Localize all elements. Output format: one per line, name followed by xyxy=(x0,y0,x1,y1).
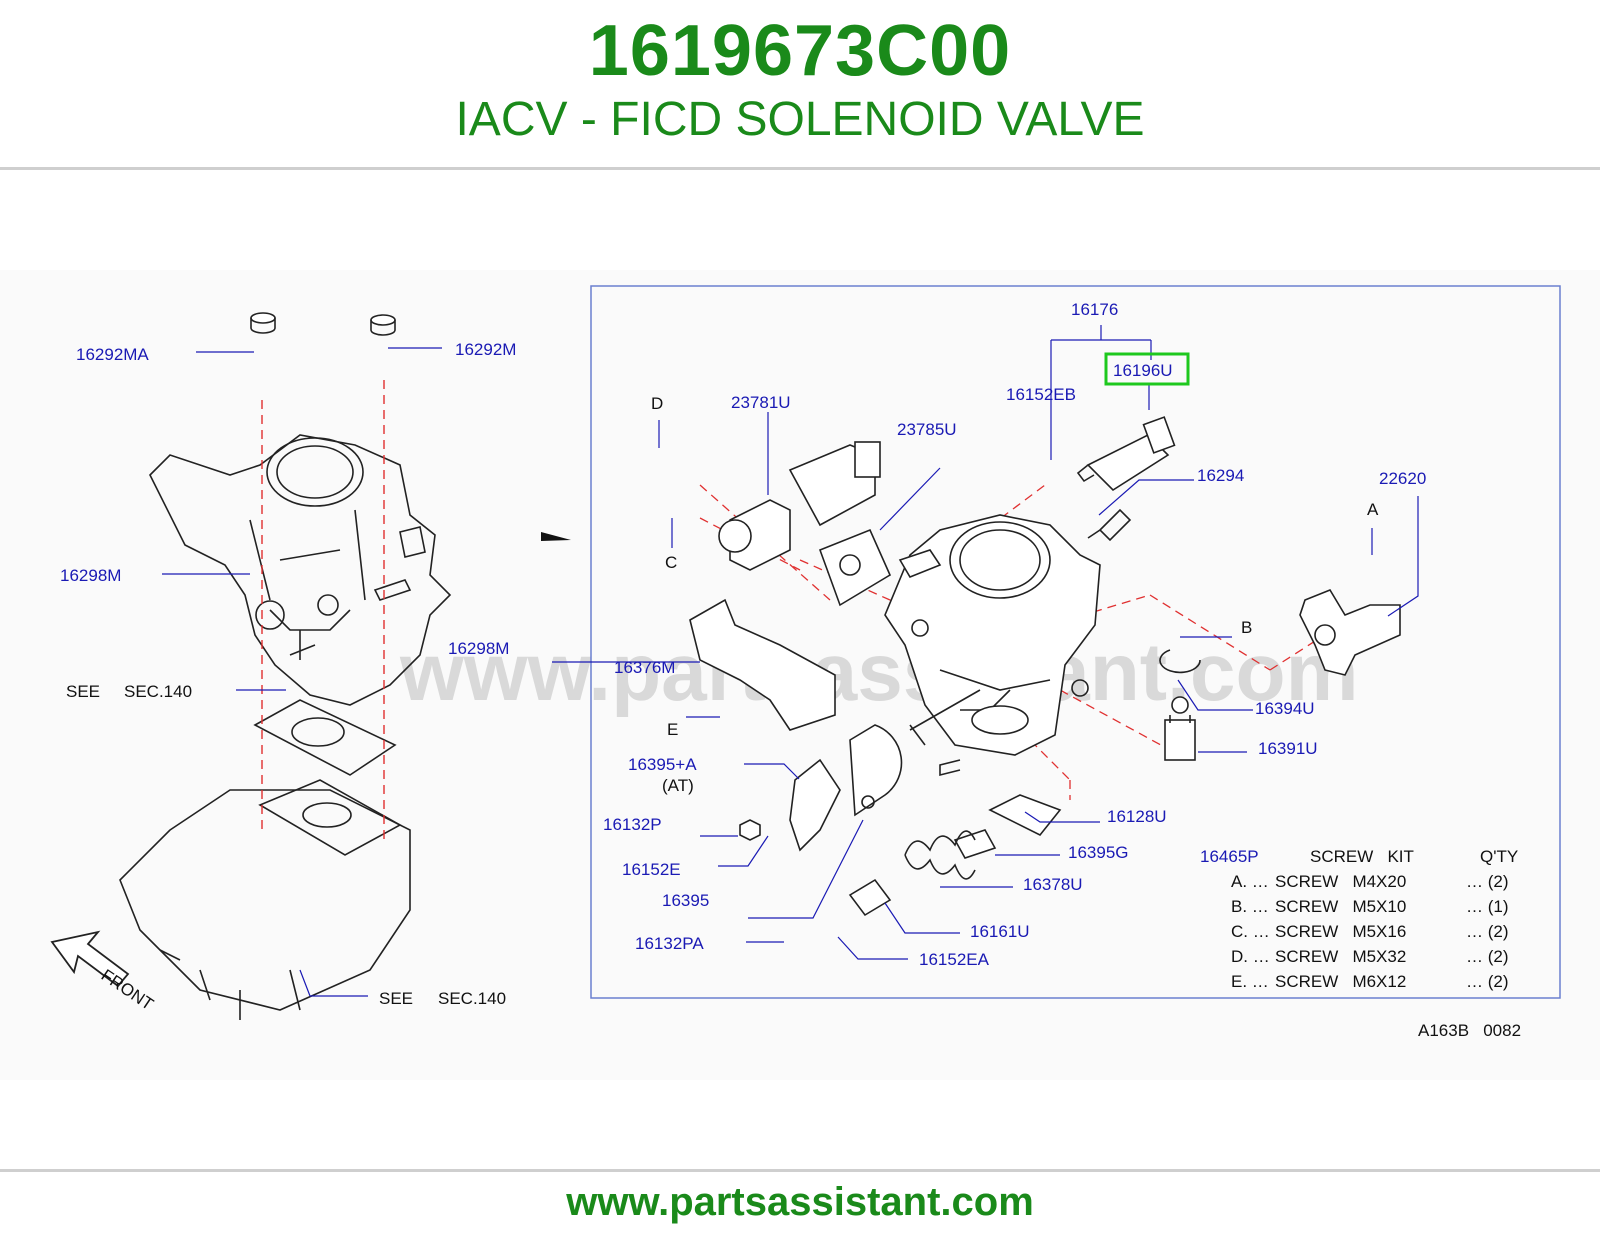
screw-kit-part-number[interactable]: 16465P xyxy=(1200,847,1259,866)
callout-16294[interactable]: 16294 xyxy=(1197,466,1244,485)
callout-16395G[interactable]: 16395G xyxy=(1068,843,1129,862)
see-label-a: SEE xyxy=(66,682,100,701)
screw-kit-row-qty: … (2) xyxy=(1466,922,1509,941)
footer-divider xyxy=(0,1169,1600,1172)
callout-16376M[interactable]: 16376M xyxy=(614,658,675,677)
callout-16292MA[interactable]: 16292MA xyxy=(76,345,149,364)
callout-16298M-right[interactable]: 16298M xyxy=(448,639,509,658)
screw-kit-header: SCREW KIT xyxy=(1310,847,1414,866)
screw-kit-row-desc: SCREW M5X16 xyxy=(1275,922,1406,941)
screw-kit-row-qty: … (1) xyxy=(1466,897,1509,916)
left-assembly-drawing xyxy=(119,312,452,1020)
screw-label-C: C xyxy=(665,553,677,572)
callout-16298M-left[interactable]: 16298M xyxy=(60,566,121,585)
header-divider xyxy=(0,167,1600,170)
screw-kit-row-letter: C. … xyxy=(1231,922,1270,941)
exploded-view-drawing: www.partsassistant.com xyxy=(50,285,1561,1040)
callout-16395[interactable]: 16395 xyxy=(662,891,709,910)
screw-label-A: A xyxy=(1367,500,1379,519)
screw-kit-row-qty: … (2) xyxy=(1466,947,1509,966)
screw-kit-row-qty: … (2) xyxy=(1466,972,1509,991)
left-leader-lines xyxy=(162,347,442,997)
callout-16152EB[interactable]: 16152EB xyxy=(1006,385,1076,404)
callout-16132P[interactable]: 16132P xyxy=(603,815,662,834)
callout-16196U[interactable]: 16196U xyxy=(1113,361,1173,380)
callout-16176[interactable]: 16176 xyxy=(1071,300,1118,319)
screw-kit-table: 16465P SCREW KIT Q'TY A. … SCREW M4X20 …… xyxy=(1200,847,1518,991)
screw-kit-row-desc: SCREW M5X32 xyxy=(1275,947,1406,966)
callout-16395A[interactable]: 16395+A xyxy=(628,755,697,774)
screw-kit-row-desc: SCREW M6X12 xyxy=(1275,972,1406,991)
page-header: 1619673C00 IACV - FICD SOLENOID VALVE xyxy=(0,0,1600,170)
front-arrow-icon xyxy=(50,930,130,988)
detail-frame xyxy=(590,285,1561,999)
right-parts-drawing xyxy=(689,416,1401,917)
screw-kit-row-letter: E. … xyxy=(1231,972,1269,991)
left-dashed-centerlines xyxy=(261,380,385,840)
callout-at-note: (AT) xyxy=(662,776,694,795)
screw-kit-row-letter: B. … xyxy=(1231,897,1269,916)
callout-16152E[interactable]: 16152E xyxy=(622,860,681,879)
sec-140-label-a: SEC.140 xyxy=(124,682,192,701)
callout-16394U[interactable]: 16394U xyxy=(1255,699,1315,718)
sec-140-label-b: SEC.140 xyxy=(438,989,506,1008)
screw-kit-row-letter: A. … xyxy=(1231,872,1269,891)
watermark-text: www.partsassistant.com xyxy=(399,627,1359,718)
callout-16161U[interactable]: 16161U xyxy=(970,922,1030,941)
footer-website-link[interactable]: www.partsassistant.com xyxy=(566,1180,1034,1224)
figure-code: A163B 0082 xyxy=(1418,1021,1521,1040)
callout-16132PA[interactable]: 16132PA xyxy=(635,934,704,953)
screw-kit-row-desc: SCREW M4X20 xyxy=(1275,872,1406,891)
callout-16378U[interactable]: 16378U xyxy=(1023,875,1083,894)
right-leader-lines xyxy=(552,325,1419,960)
callout-23785U[interactable]: 23785U xyxy=(897,420,957,439)
see-label-b: SEE xyxy=(379,989,413,1008)
callout-23781U[interactable]: 23781U xyxy=(731,393,791,412)
callout-16292M[interactable]: 16292M xyxy=(455,340,516,359)
screw-kit-row-desc: SCREW M5X10 xyxy=(1275,897,1406,916)
screw-label-B: B xyxy=(1241,618,1252,637)
callout-22620[interactable]: 22620 xyxy=(1379,469,1426,488)
screw-label-D: D xyxy=(651,394,663,413)
highlighted-callout-box xyxy=(1104,352,1190,386)
screw-kit-qty-header: Q'TY xyxy=(1480,847,1518,866)
screw-label-E: E xyxy=(667,720,678,739)
callout-16152EA[interactable]: 16152EA xyxy=(919,950,990,969)
part-number: 1619673C00 xyxy=(588,11,1012,91)
callout-16391U[interactable]: 16391U xyxy=(1258,739,1318,758)
part-title: IACV - FICD SOLENOID VALVE xyxy=(455,93,1145,146)
callout-16128U[interactable]: 16128U xyxy=(1107,807,1167,826)
parts-diagram: www.partsassistant.com xyxy=(0,270,1600,1080)
screw-kit-row-qty: … (2) xyxy=(1466,872,1509,891)
pointer-arrow-icon xyxy=(541,532,571,541)
screw-kit-row-letter: D. … xyxy=(1231,947,1270,966)
